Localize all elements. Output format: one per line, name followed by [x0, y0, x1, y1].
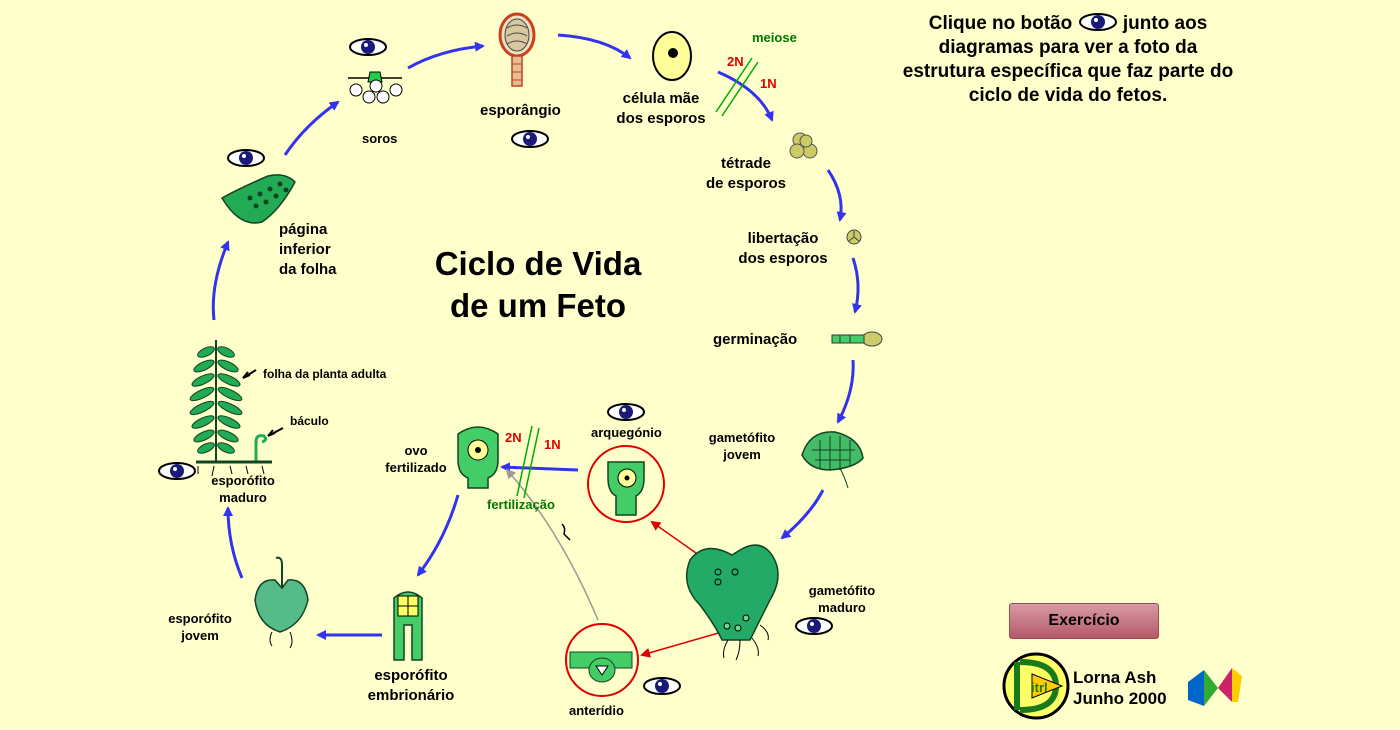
fertilized-egg-drawing	[458, 427, 498, 488]
mature-sporophyte-drawing	[189, 340, 283, 476]
frond-underside-drawing	[222, 175, 295, 223]
sorus-drawing	[348, 72, 402, 103]
exercise-button[interactable]: Exercício	[1009, 603, 1159, 639]
spore-drawing	[847, 230, 861, 244]
svg-text:itrl: itrl	[1031, 680, 1048, 695]
embryonic-sporophyte-drawing	[394, 592, 422, 660]
germination-drawing	[832, 332, 882, 346]
sperm-drawing	[562, 524, 570, 540]
itrl-logo[interactable]: itrl	[1004, 654, 1068, 718]
label-germinacao: germinação	[713, 330, 797, 350]
title-line-1: Ciclo de Vida	[418, 243, 658, 285]
publisher-logo	[1188, 668, 1242, 706]
eye-button-soros[interactable]	[348, 36, 388, 58]
label-1n-fertilizacao: 1N	[544, 437, 561, 452]
label-2n-meiose: 2N	[727, 54, 744, 69]
label-baculo: báculo	[290, 413, 329, 430]
title-line-2: de um Feto	[418, 285, 658, 327]
label-arquegonio: arquegónio	[591, 424, 662, 441]
sporangium-drawing	[500, 14, 534, 86]
diagram-title: Ciclo de Vida de um Feto	[418, 243, 658, 327]
eye-button-gametofito-maduro[interactable]	[794, 615, 834, 637]
label-folha-adulta: folha da planta adulta	[263, 366, 386, 383]
eye-button-arquegonio[interactable]	[606, 401, 646, 423]
label-anteridio: anterídio	[569, 702, 624, 719]
label-esporangio: esporângio	[480, 101, 561, 121]
young-gametophyte-drawing	[802, 432, 863, 488]
antheridium-drawing	[566, 624, 638, 696]
label-2n-fertilizacao: 2N	[505, 430, 522, 445]
instructions-before: Clique no botão	[929, 13, 1073, 34]
label-meiose: meiose	[752, 30, 797, 45]
eye-button-anteridio[interactable]	[642, 675, 682, 697]
eye-button-esporofito-maduro[interactable]	[157, 460, 197, 482]
author-date: Junho 2000	[1073, 688, 1167, 709]
author-name: Lorna Ash	[1073, 667, 1167, 688]
young-sporophyte-drawing	[255, 558, 308, 648]
label-1n-meiose: 1N	[760, 76, 777, 91]
instructions: Clique no botão junto aos diagramas para…	[898, 12, 1238, 108]
label-fertilizacao: fertilização	[487, 497, 555, 512]
eye-icon	[1078, 12, 1118, 32]
eye-button-esporangio[interactable]	[510, 128, 550, 150]
author-credit: Lorna Ash Junho 2000	[1073, 667, 1167, 709]
eye-button-pagina-inferior[interactable]	[226, 147, 266, 169]
label-soros: soros	[362, 130, 397, 147]
mature-gametophyte-drawing	[687, 545, 778, 660]
archegonium-drawing	[588, 446, 664, 522]
